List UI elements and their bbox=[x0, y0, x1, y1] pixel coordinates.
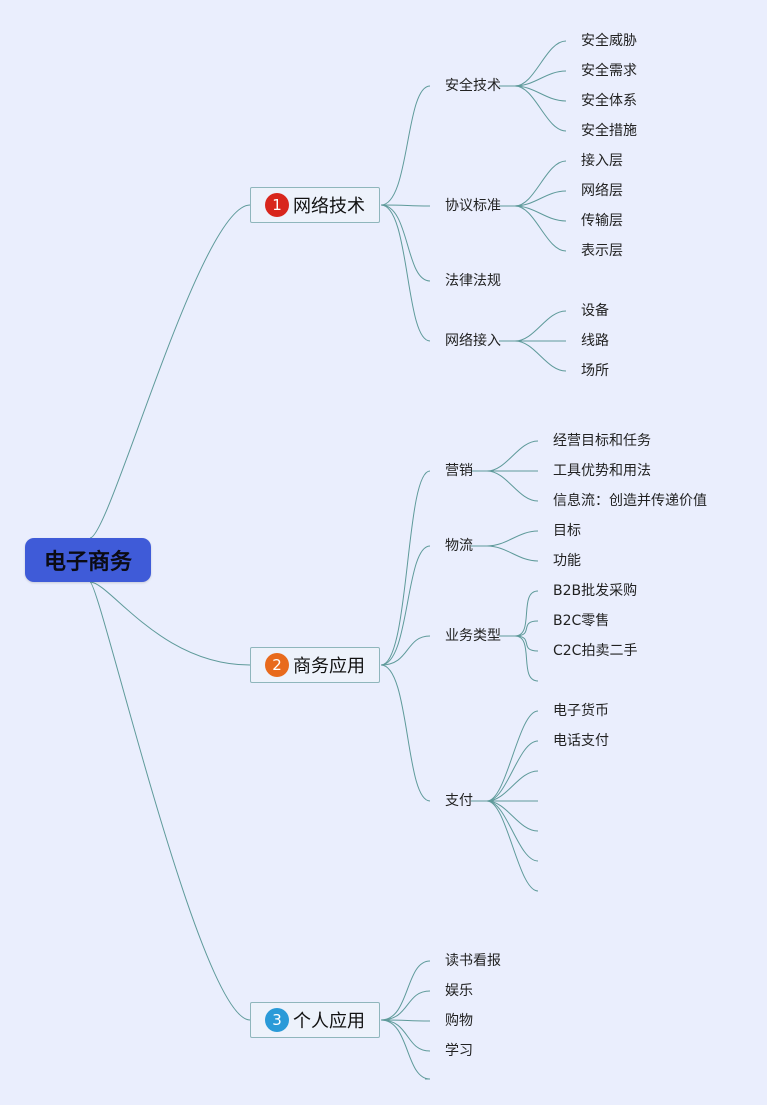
connector-curve bbox=[380, 204, 431, 342]
connector-curve bbox=[514, 340, 567, 372]
topic-node[interactable]: 线路 bbox=[581, 333, 609, 349]
connector-curve bbox=[514, 205, 567, 252]
topic-node[interactable]: 读书看报 bbox=[445, 953, 501, 969]
topic-node[interactable]: 安全体系 bbox=[581, 93, 637, 109]
connector-curve bbox=[486, 740, 539, 802]
connector-curve bbox=[514, 160, 567, 207]
connector-curve bbox=[380, 1019, 431, 1080]
number-3-icon: 3 bbox=[265, 1008, 289, 1032]
root-node[interactable]: 电子商务 bbox=[25, 538, 151, 582]
topic-node[interactable]: C2C拍卖二手 bbox=[553, 643, 638, 659]
topic-node[interactable]: 安全需求 bbox=[581, 63, 637, 79]
connector-curve bbox=[380, 204, 431, 207]
topic-node[interactable]: 网络层 bbox=[581, 183, 623, 199]
topic-node[interactable]: B2C零售 bbox=[553, 613, 610, 629]
topic-node[interactable]: 安全威胁 bbox=[581, 33, 637, 49]
connector-curve bbox=[380, 635, 431, 666]
connector-curve bbox=[380, 470, 431, 666]
connector-curve bbox=[514, 635, 539, 682]
branch-business-apps[interactable]: 2 商务应用 bbox=[250, 647, 380, 683]
branch-label: 个人应用 bbox=[293, 1011, 365, 1032]
topic-node[interactable]: 场所 bbox=[581, 363, 609, 379]
topic-node[interactable]: 功能 bbox=[553, 553, 581, 569]
connector-curve bbox=[380, 1019, 431, 1022]
connector-curve bbox=[486, 545, 539, 562]
topic-node[interactable]: 电话支付 bbox=[553, 733, 609, 749]
topic-node[interactable]: 购物 bbox=[445, 1013, 473, 1029]
connector-curve bbox=[486, 800, 539, 892]
topic-node[interactable]: 业务类型 bbox=[445, 628, 501, 644]
connector-curve bbox=[380, 545, 431, 666]
topic-node[interactable]: 经营目标和任务 bbox=[553, 433, 651, 449]
connector-curve bbox=[380, 664, 431, 802]
number-1-icon: 1 bbox=[265, 193, 289, 217]
topic-node[interactable]: 物流 bbox=[445, 538, 473, 554]
connector-curve bbox=[514, 85, 567, 132]
connector-curve bbox=[486, 470, 539, 502]
branch-label: 网络技术 bbox=[293, 196, 365, 217]
connector-curve bbox=[514, 70, 567, 87]
connector-curve bbox=[380, 204, 431, 282]
branch-network-tech[interactable]: 1 网络技术 bbox=[250, 187, 380, 223]
connector-curve bbox=[486, 770, 539, 802]
number-2-icon: 2 bbox=[265, 653, 289, 677]
connector-curve bbox=[486, 800, 539, 862]
connector-curve bbox=[89, 581, 251, 666]
topic-node[interactable]: 工具优势和用法 bbox=[553, 463, 651, 479]
topic-node[interactable]: 目标 bbox=[553, 523, 581, 539]
connector-curve bbox=[380, 85, 431, 206]
connector-curve bbox=[89, 204, 251, 539]
connector-curve bbox=[380, 1019, 431, 1052]
topic-node[interactable]: 接入层 bbox=[581, 153, 623, 169]
branch-label: 商务应用 bbox=[293, 656, 365, 677]
connector-curve bbox=[380, 960, 431, 1021]
topic-node[interactable]: B2B批发采购 bbox=[553, 583, 638, 599]
connector-curve bbox=[486, 440, 539, 472]
connector-curve bbox=[514, 190, 567, 207]
connector-curve bbox=[486, 710, 539, 802]
topic-node[interactable]: 娱乐 bbox=[445, 983, 473, 999]
topic-node[interactable]: 营销 bbox=[445, 463, 473, 479]
topic-node[interactable]: 信息流：创造并传递价值 bbox=[553, 493, 707, 509]
topic-node[interactable]: 学习 bbox=[445, 1043, 473, 1059]
topic-node[interactable]: 网络接入 bbox=[445, 333, 501, 349]
connector-curve bbox=[514, 635, 539, 652]
topic-node[interactable]: 传输层 bbox=[581, 213, 623, 229]
topic-node[interactable]: 协议标准 bbox=[445, 198, 501, 214]
connector-curve bbox=[486, 800, 539, 832]
connector-curve bbox=[486, 530, 539, 547]
topic-node[interactable]: 设备 bbox=[581, 303, 609, 319]
topic-node[interactable]: 电子货币 bbox=[553, 703, 609, 719]
connector-curve bbox=[514, 590, 539, 637]
root-label: 电子商务 bbox=[43, 550, 132, 575]
connector-curve bbox=[514, 40, 567, 87]
topic-node[interactable]: 法律法规 bbox=[445, 273, 501, 289]
connector-curve bbox=[514, 620, 539, 637]
topic-node[interactable]: 安全技术 bbox=[445, 78, 501, 94]
connector-curve bbox=[514, 310, 567, 342]
topic-node[interactable]: 安全措施 bbox=[581, 123, 637, 139]
connector-curve bbox=[380, 990, 431, 1021]
connector-curve bbox=[89, 581, 251, 1021]
branch-personal-apps[interactable]: 3 个人应用 bbox=[250, 1002, 380, 1038]
topic-node[interactable]: 支付 bbox=[445, 793, 473, 809]
topic-node[interactable]: 表示层 bbox=[581, 243, 623, 259]
